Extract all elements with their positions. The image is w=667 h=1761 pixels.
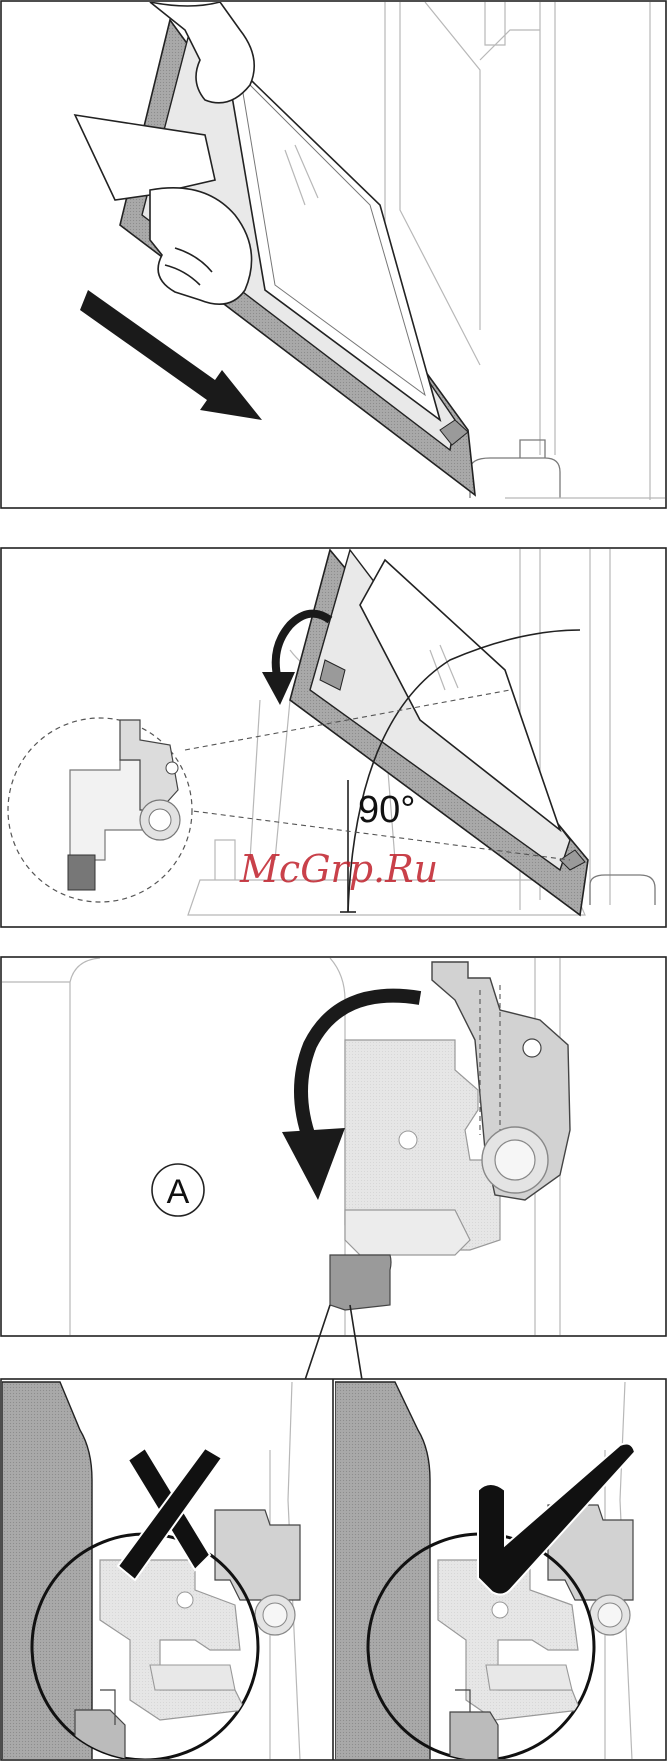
watermark: McGrp.Ru bbox=[239, 847, 438, 891]
panel-step-2: 90° Mc bbox=[1, 548, 666, 927]
panel-step-1 bbox=[1, 1, 666, 508]
angle-label: 90° bbox=[358, 789, 415, 831]
callout-label: A bbox=[167, 1173, 190, 1211]
hinge-zoom-circle bbox=[8, 718, 192, 902]
callout-a: A bbox=[152, 1164, 204, 1216]
panel-step-3: A bbox=[1, 957, 666, 1336]
panel-step-4 bbox=[1, 1379, 666, 1760]
